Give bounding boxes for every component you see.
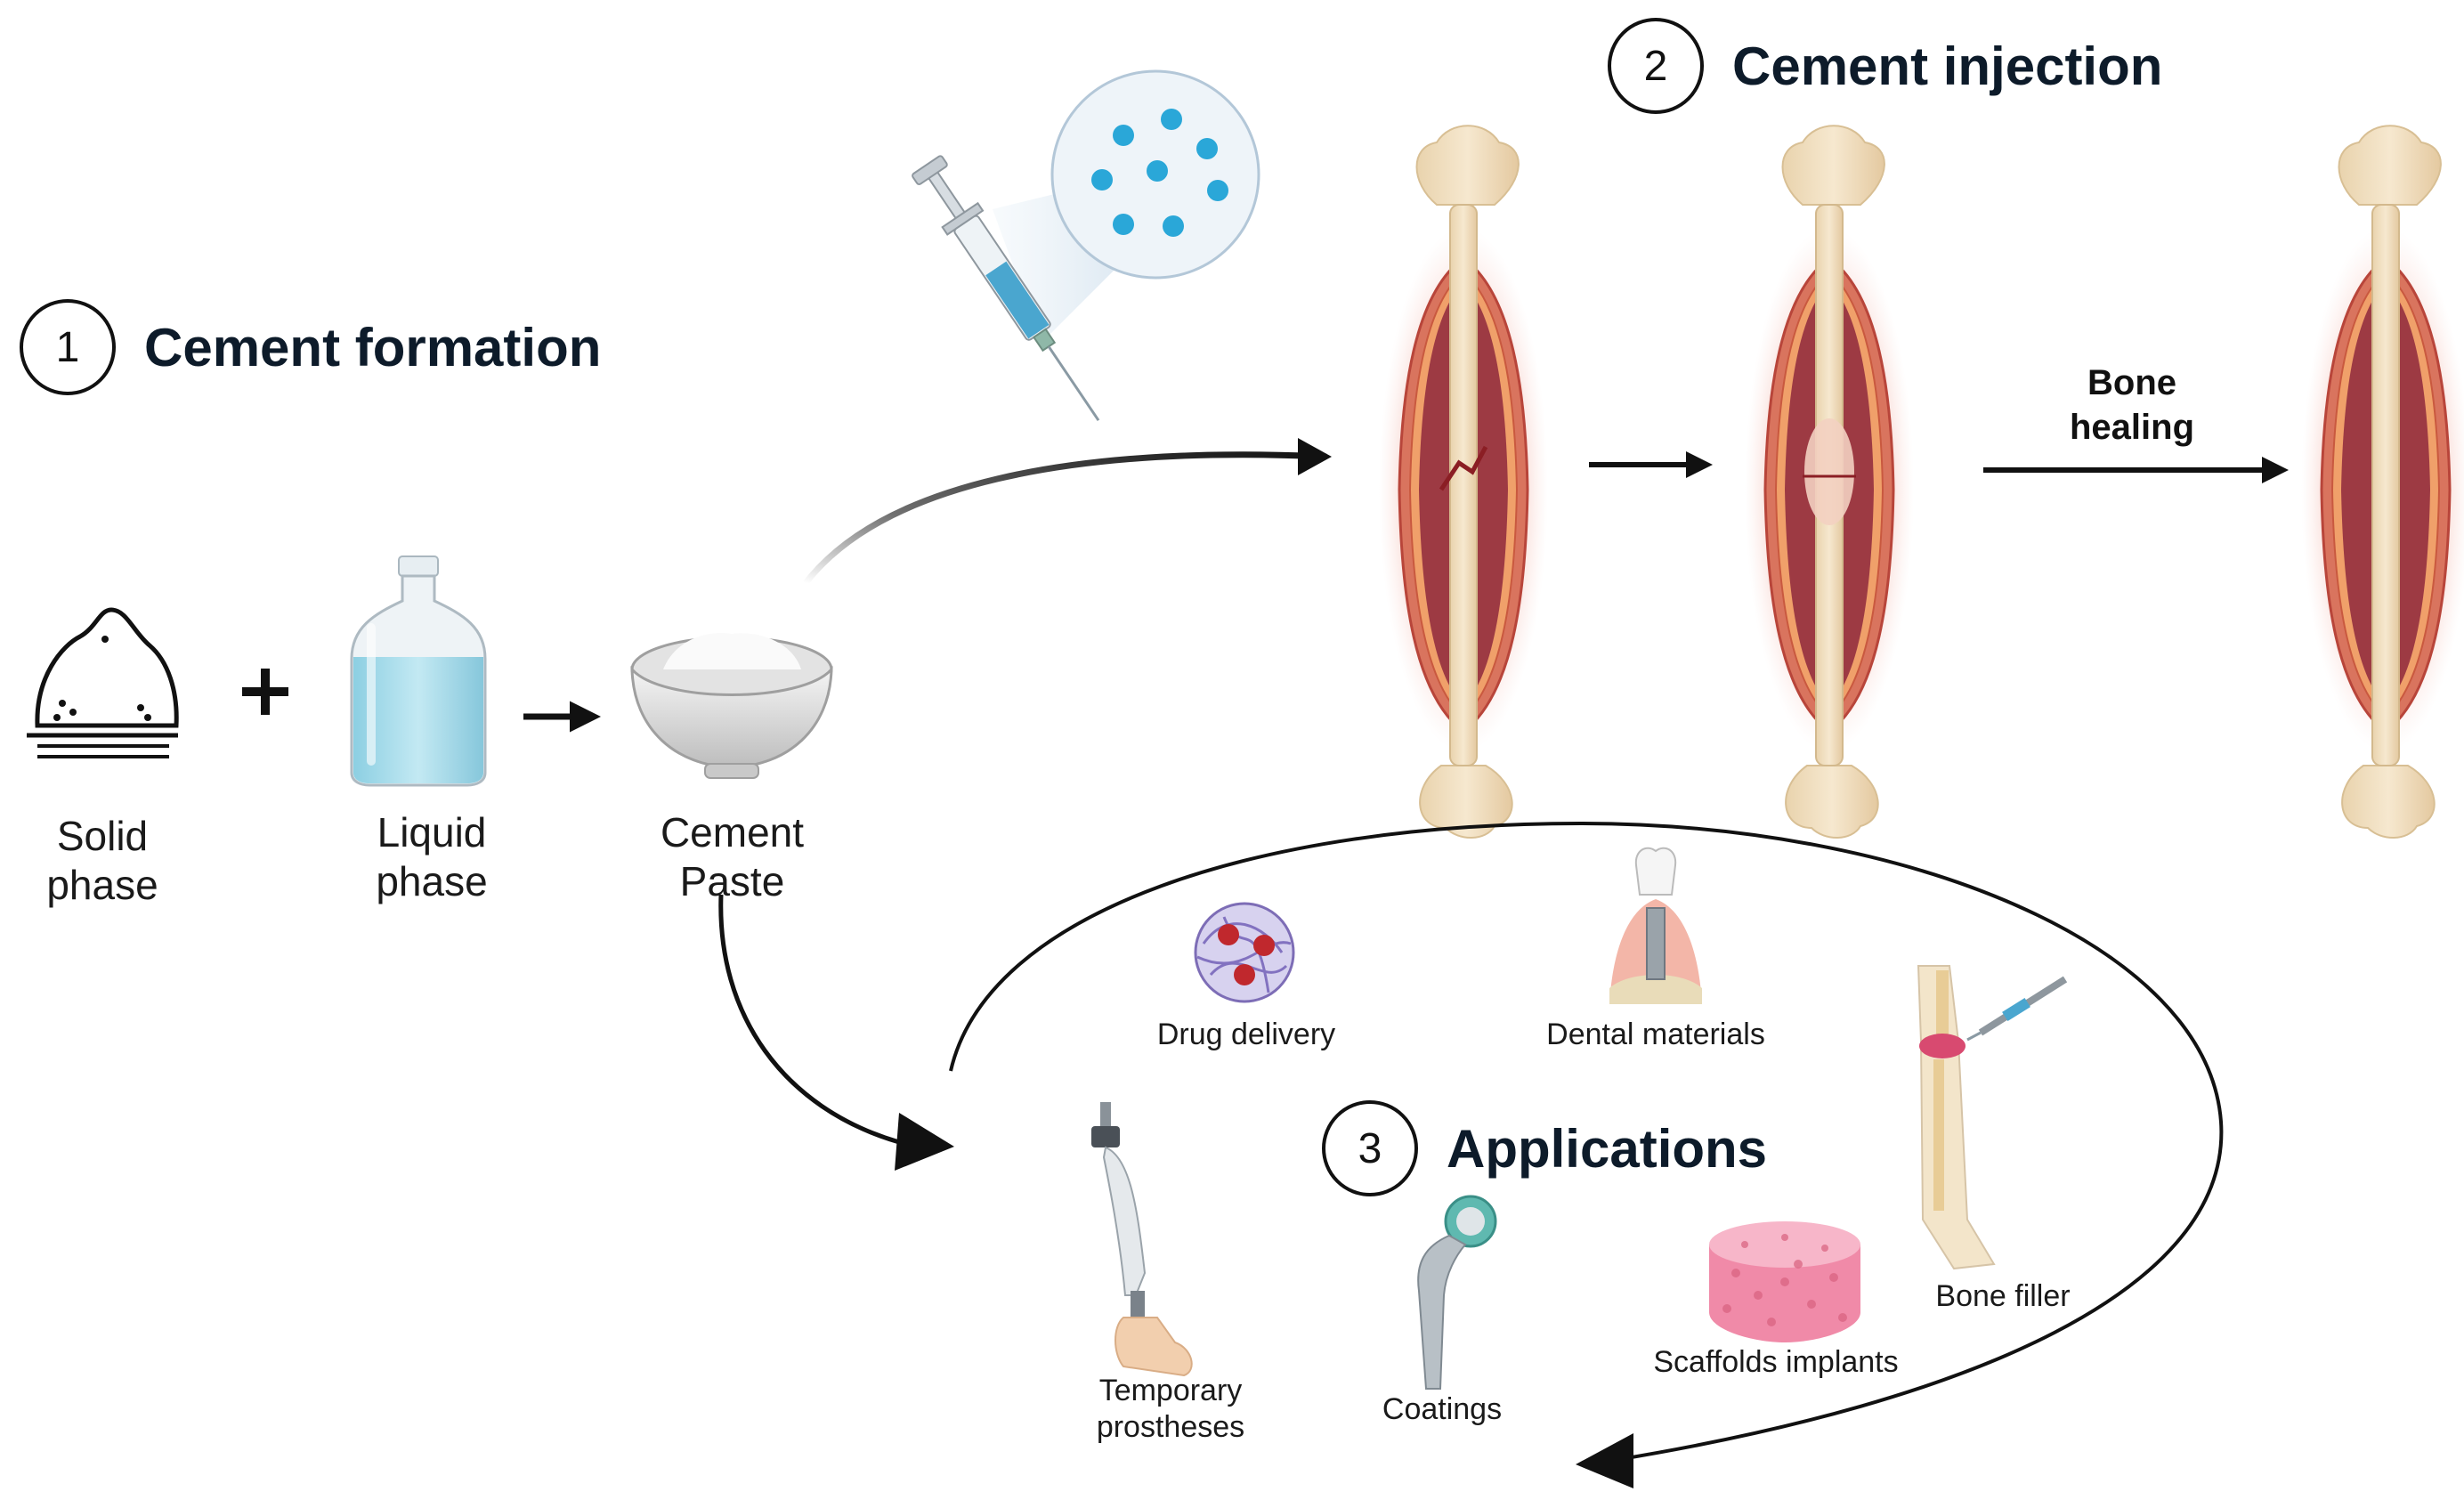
coatings-label: Coatings [1382,1392,1503,1426]
step-3-heading: 3 Applications [1322,1100,1767,1196]
cement-paste-label: Cement Paste [660,809,805,905]
step-1-number: 1 [20,299,116,395]
step-1-heading: 1 Cement formation [20,299,601,395]
bone-filler-label: Bone filler [1935,1279,2071,1313]
temporary-prostheses-label: Temporary prostheses [1096,1374,1245,1444]
dental-implant-icon [1609,847,1702,1004]
fractured-bone [1377,124,1550,839]
step-2-title: Cement injection [1732,36,2163,96]
scaffold-icon [1709,1221,1860,1342]
step-2-heading: 2 Cement injection [1608,18,2162,114]
step-1-title: Cement formation [144,317,602,377]
plus-icon [242,669,288,715]
bone-healing-label: Bone healing [2069,363,2195,447]
solid-phase-icon [27,607,179,758]
arc-to-injection-head [1298,438,1332,475]
drug-delivery-icon [1194,902,1295,1003]
applications-loop [949,821,2224,1462]
solid-phase-label: Solid phase [46,813,158,909]
drug-delivery-label: Drug delivery [1156,1018,1336,1051]
step-3-title: Applications [1447,1118,1768,1179]
cement-bowl-icon [630,633,833,779]
syringe-icon [912,69,1260,422]
applications-loop-head [1576,1433,1633,1488]
arc-to-applications-head [895,1113,954,1171]
prosthesis-icon [1091,1102,1193,1377]
bone-filler-icon [1917,965,2068,1270]
step-3-number: 3 [1322,1100,1418,1196]
scaffolds-implants-label: Scaffolds implants [1653,1345,1899,1379]
healed-bone [2299,124,2464,839]
arc-to-injection [803,451,1327,586]
liquid-phase-label: Liquid phase [376,809,488,905]
injected-bone [1743,124,1916,839]
dental-materials-label: Dental materials [1546,1018,1765,1051]
arc-to-applications [718,894,900,1145]
step-2-number: 2 [1608,18,1704,114]
liquid-bottle-icon [350,555,487,787]
hip-implant-icon [1417,1195,1497,1390]
